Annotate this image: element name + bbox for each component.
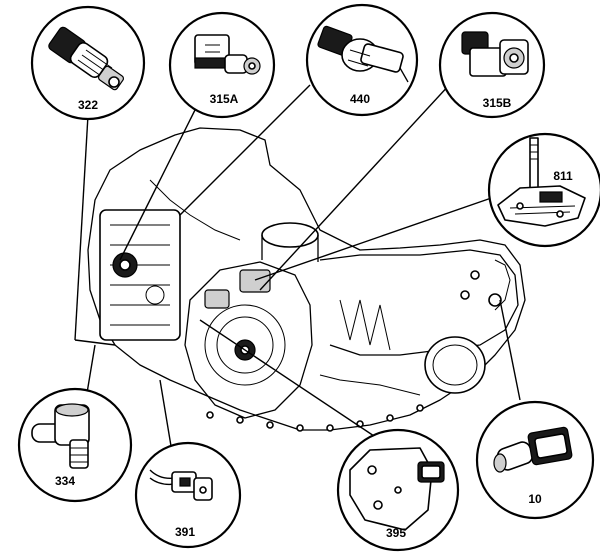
pressure-solenoid-icon bbox=[461, 31, 529, 77]
pressure-solenoid-icon bbox=[194, 34, 261, 75]
callout-322: 322 bbox=[30, 5, 146, 121]
callout-label-395: 395 bbox=[386, 526, 406, 540]
callout-label-334: 334 bbox=[55, 474, 75, 488]
leader-lines bbox=[74, 69, 521, 471]
callout-391: 391 bbox=[134, 441, 242, 549]
speed-sensor-icon bbox=[317, 25, 409, 83]
callout-10: 10 bbox=[475, 400, 595, 520]
speed-sensor-icon bbox=[493, 426, 573, 473]
callout-label-10: 10 bbox=[528, 492, 542, 506]
callout-811: 811 bbox=[487, 132, 600, 248]
sensor-bracket-icon bbox=[349, 447, 445, 531]
callout-334: 334 bbox=[17, 387, 133, 503]
pan-bolts bbox=[206, 404, 424, 432]
callout-440: 440 bbox=[305, 3, 419, 117]
transmission-assembly bbox=[87, 127, 526, 432]
callout-315b: 315B bbox=[438, 11, 546, 119]
callout-label-315a: 315A bbox=[210, 92, 239, 106]
callout-label-315b: 315B bbox=[483, 96, 512, 110]
callout-label-322: 322 bbox=[78, 98, 98, 112]
range-switch-icon bbox=[497, 137, 586, 227]
pigtail-connector-icon bbox=[149, 469, 213, 501]
callout-395: 395 bbox=[336, 428, 460, 552]
callout-label-811: 811 bbox=[553, 169, 573, 183]
solenoid-connector-icon bbox=[48, 26, 125, 91]
solenoid-icon bbox=[31, 403, 90, 469]
callout-label-391: 391 bbox=[175, 525, 195, 539]
callout-label-440: 440 bbox=[350, 92, 370, 106]
callout-315a: 315A bbox=[168, 11, 276, 119]
